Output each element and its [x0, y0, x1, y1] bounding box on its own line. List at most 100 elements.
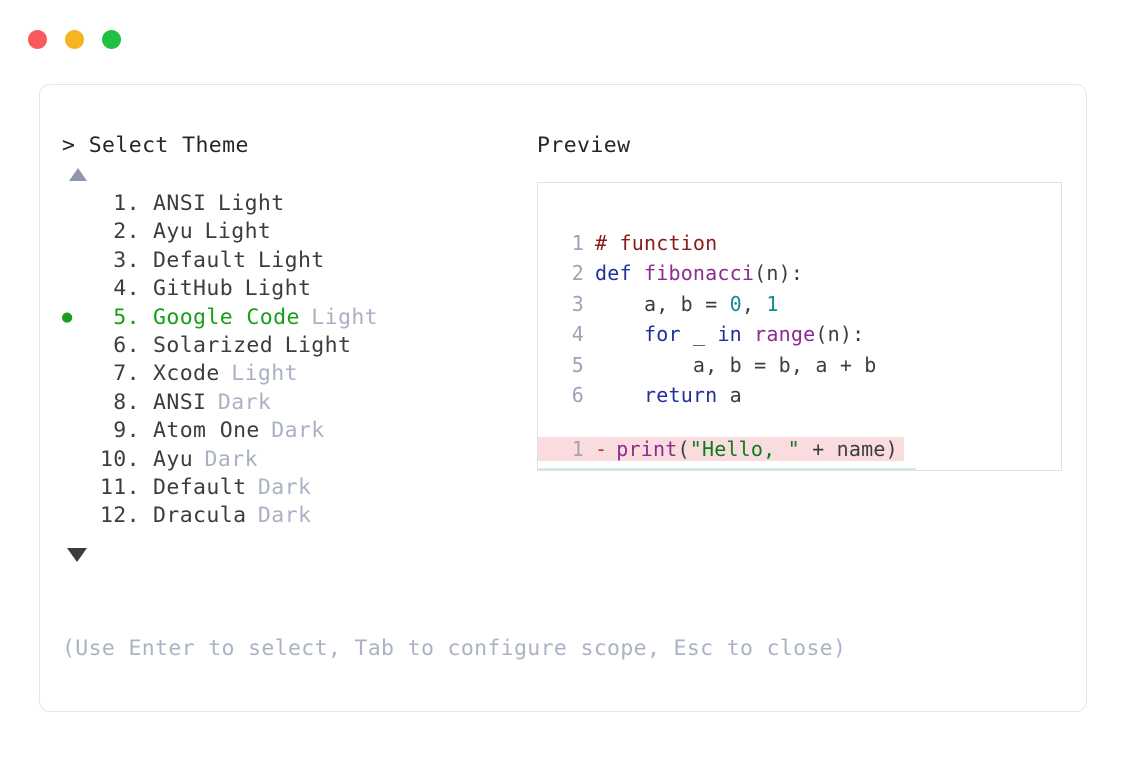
- theme-list-item[interactable]: 4. GitHub Light: [62, 276, 532, 304]
- triangle-up-icon[interactable]: [69, 168, 87, 181]
- code-content: return a: [586, 383, 742, 407]
- theme-item-variant: Dark: [217, 389, 272, 415]
- line-number: 1: [571, 231, 584, 255]
- code-token: _: [680, 322, 718, 347]
- line-number: 5: [571, 352, 584, 377]
- code-line: 5 a, b = b, a + b: [538, 353, 1061, 383]
- code-line: 3 a, b = 0, 1: [538, 292, 1061, 322]
- theme-item-index: 4.: [113, 276, 140, 302]
- theme-item-variant: Dark: [271, 418, 325, 444]
- window-traffic-lights: [28, 30, 121, 49]
- theme-item-name: GitHub: [153, 276, 234, 302]
- code-token: # function: [595, 231, 718, 255]
- line-number: 6: [571, 382, 584, 407]
- code-line: 4 for _ in range(n):: [538, 322, 1061, 352]
- theme-item-name: ANSI: [153, 191, 207, 216]
- theme-list-item[interactable]: 8. ANSI Dark: [62, 390, 532, 418]
- line-number: 1: [571, 437, 584, 462]
- maximize-window-button[interactable]: [102, 30, 121, 49]
- theme-item-name: ANSI: [153, 389, 207, 415]
- code-token: (n):: [754, 261, 804, 286]
- theme-item-variant: Dark: [257, 503, 312, 529]
- code-token: {name}: [800, 468, 873, 470]
- code-token: for: [643, 322, 681, 347]
- theme-item-variant: Light: [257, 247, 325, 273]
- code-token: print: [616, 468, 677, 470]
- code-content: def fibonacci(n):: [586, 261, 803, 285]
- diff-sign: -: [595, 437, 608, 462]
- theme-list-item[interactable]: 6. Solarized Light: [62, 333, 532, 361]
- code-token: [595, 322, 644, 346]
- page-title: > Select Theme: [62, 133, 249, 158]
- theme-item-index: 6.: [113, 332, 140, 358]
- theme-item-variant: Light: [284, 332, 352, 358]
- code-token: [742, 322, 754, 346]
- code-line: 1 # function: [538, 231, 1061, 261]
- diff-line-del: 1-print("Hello, " + name): [538, 437, 1061, 467]
- theme-item-name: Ayu: [153, 219, 194, 245]
- code-token: "Hello, ": [689, 437, 800, 462]
- theme-item-name: Google Code: [153, 304, 300, 330]
- code-token: a, b = b, a + b: [595, 352, 877, 377]
- theme-item-variant: Light: [244, 276, 312, 302]
- theme-item-variant: Light: [217, 191, 285, 216]
- code-content: print("Hello, " + name): [607, 437, 904, 461]
- close-window-button[interactable]: [28, 30, 47, 49]
- theme-item-name: Default: [153, 474, 247, 500]
- theme-item-index: 7.: [113, 361, 140, 387]
- theme-item-name: Default: [153, 247, 247, 273]
- theme-item-variant: Light: [231, 361, 298, 387]
- code-token: in: [717, 322, 742, 347]
- theme-item-name: Xcode: [153, 361, 220, 387]
- selected-bullet-icon: ●: [62, 306, 73, 327]
- code-token: 1: [766, 291, 779, 316]
- diff-highlight: 1+print(f"Hello, {name}!"): [538, 467, 917, 470]
- theme-item-variant: Light: [204, 219, 272, 245]
- code-content: for _ in range(n):: [586, 322, 864, 346]
- theme-item-index: 10.: [99, 446, 140, 472]
- theme-item-name: Ayu: [153, 446, 194, 472]
- line-number: 2: [571, 261, 584, 286]
- code-token: a, b =: [595, 291, 730, 316]
- theme-item-name: Solarized: [153, 332, 274, 358]
- preview-label: Preview: [537, 133, 631, 158]
- theme-list-item[interactable]: 7. Xcode Light: [62, 361, 532, 389]
- code-line: 6 return a: [538, 383, 1061, 413]
- diff-line-add: 1+print(f"Hello, {name}!"): [538, 467, 1061, 470]
- keyboard-hint: (Use Enter to select, Tab to configure s…: [62, 636, 847, 661]
- code-token: a: [717, 382, 742, 407]
- code-token: (: [677, 468, 689, 470]
- diff-highlight: 1-print("Hello, " + name): [538, 437, 904, 462]
- theme-item-index: 9.: [113, 418, 140, 444]
- theme-item-index: 5.: [113, 304, 140, 330]
- code-token: (: [677, 437, 690, 462]
- code-content: a, b = b, a + b: [586, 353, 877, 377]
- code-token: def: [595, 261, 644, 286]
- code-token: fibonacci: [643, 261, 755, 286]
- theme-item-index: 8.: [113, 389, 140, 415]
- theme-list-item[interactable]: 1. ANSI Light: [62, 191, 532, 219]
- code-content: print(f"Hello, {name}!"): [607, 468, 916, 470]
- code-token: !": [873, 468, 897, 470]
- code-content: a, b = 0, 1: [586, 292, 779, 316]
- triangle-down-icon[interactable]: [67, 547, 87, 562]
- code-token: ,: [741, 291, 767, 316]
- code-token: 0: [729, 291, 742, 316]
- minimize-window-button[interactable]: [65, 30, 84, 49]
- code-content: # function: [586, 231, 717, 255]
- theme-item-index: 1.: [113, 191, 140, 216]
- theme-item-variant: Dark: [257, 474, 312, 500]
